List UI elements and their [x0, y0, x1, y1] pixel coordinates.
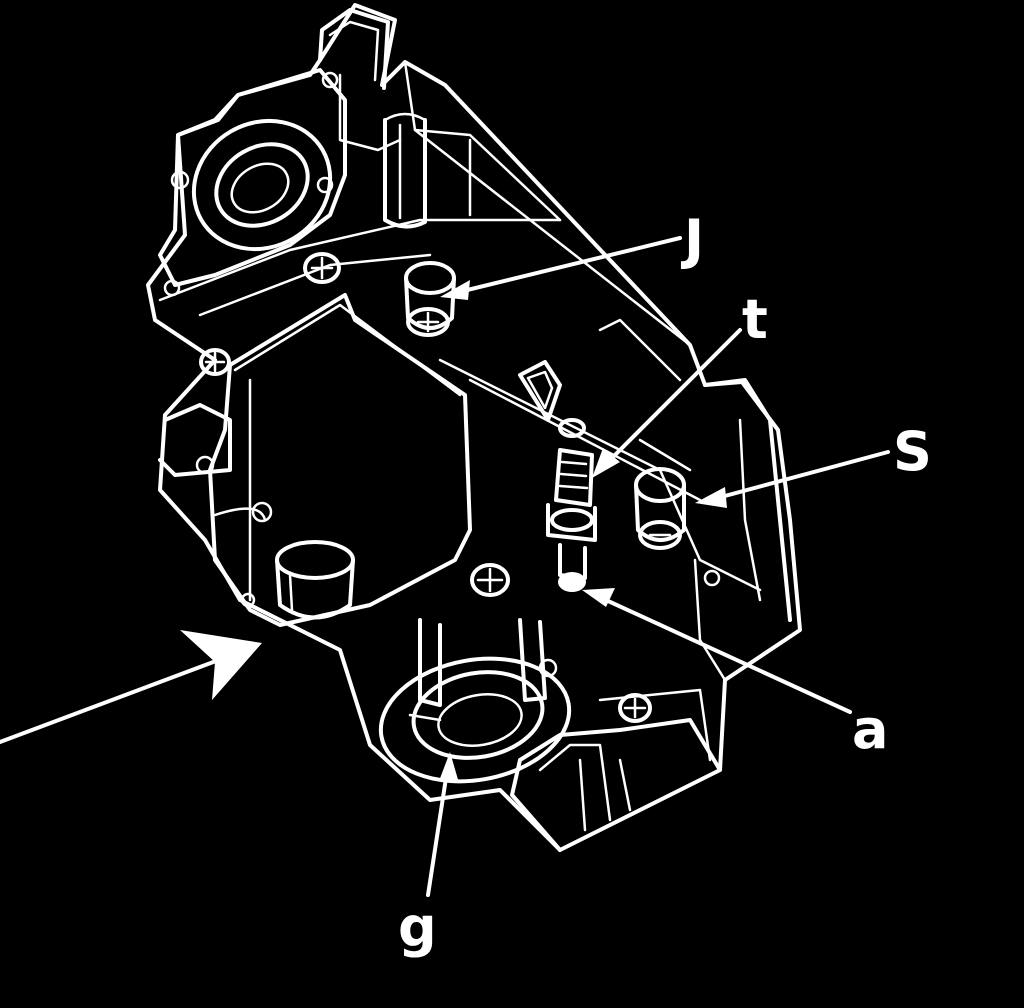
pressure-cap: [275, 540, 355, 620]
coil-housing: [158, 293, 472, 627]
screw-bottom-right: [618, 693, 652, 723]
callout-j: J: [680, 208, 704, 271]
adjuster-s: [634, 467, 686, 550]
screw-right: [703, 569, 721, 587]
screws: [199, 252, 721, 723]
screw-bottom: [470, 563, 510, 597]
leader-a: [582, 588, 852, 714]
screw-left: [199, 348, 231, 376]
inlet-flange: [158, 68, 347, 297]
callout-a: a: [852, 698, 888, 761]
flow-triangle-marker: [518, 360, 562, 422]
leader-t: [592, 328, 742, 478]
leader-s: [695, 450, 890, 508]
leader-j: [440, 236, 682, 300]
callout-s: S: [893, 420, 932, 483]
leader-lines: [0, 236, 890, 897]
leader-g: [426, 752, 459, 897]
callout-t: t: [742, 288, 768, 351]
flow-direction-arrow: [0, 630, 262, 744]
valve-body: [146, 3, 802, 852]
callout-g: g: [398, 896, 437, 959]
test-nipple: [546, 418, 597, 592]
screw-top-left: [303, 252, 341, 284]
adjuster-j: [404, 261, 456, 337]
outlet-connection: [378, 618, 572, 784]
